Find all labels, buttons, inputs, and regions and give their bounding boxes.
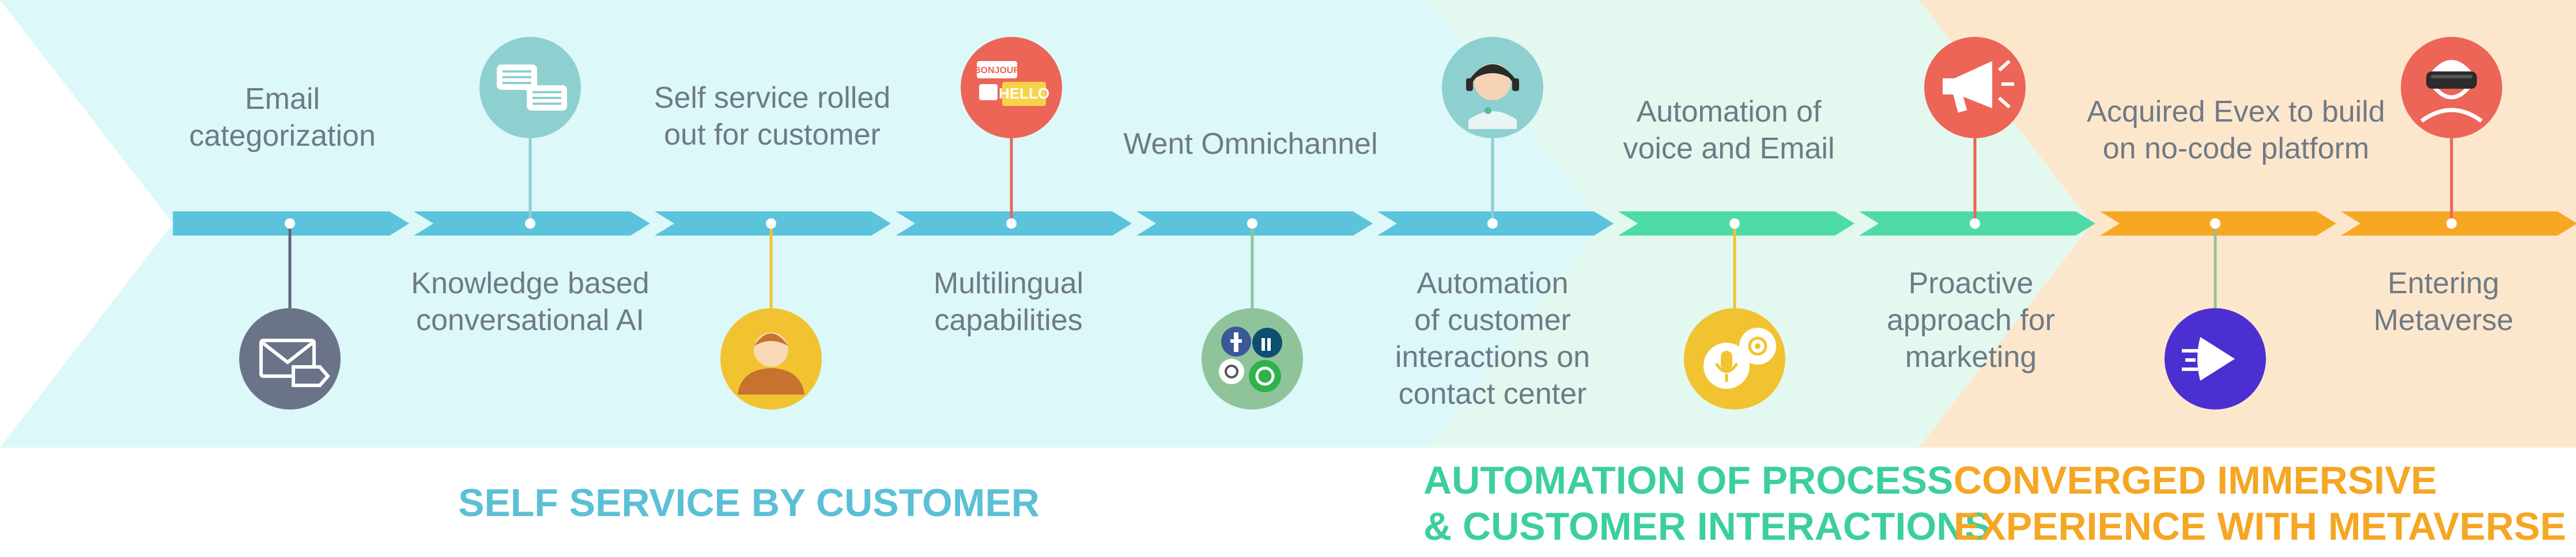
- milestone-label-proactive-marketing: Proactive approach for marketing: [1887, 267, 2055, 374]
- milestone-stems: [285, 138, 2457, 308]
- phase-title-self-service: SELF SERVICE BY CUSTOMER: [458, 481, 1040, 525]
- voice-email-icon: [1684, 308, 1785, 410]
- badge-bonjour: BONJOUR: [974, 66, 1020, 75]
- milestone-label-omnichannel: Went Omnichannel: [1123, 127, 1378, 161]
- milestone-label-self-service: Self service rolled out for customer: [654, 81, 891, 151]
- timeline-dot: [1006, 218, 1017, 229]
- evex-logo-icon: [2165, 308, 2266, 410]
- milestone-label-evex: Acquired Evex to build on no-code platfo…: [2087, 95, 2385, 165]
- timeline-dot: [525, 218, 535, 229]
- timeline-dot: [1487, 218, 1498, 229]
- timeline-dot: [766, 218, 776, 229]
- milestone-icons: BONJOUR HELLO: [239, 37, 2502, 410]
- timeline-dot: [1729, 218, 1740, 229]
- customer-avatar-icon: [720, 308, 822, 410]
- milestone-label-metaverse: Entering Metaverse: [2373, 267, 2514, 337]
- timeline-dot: [2210, 218, 2220, 229]
- milestone-label-voice-email: Automation of voice and Email: [1623, 95, 1835, 165]
- badge-hello: HELLO: [999, 85, 1049, 102]
- phase-title-converged: CONVERGED IMMERSIVE EXPERIENCE WITH META…: [1954, 459, 2566, 548]
- phase-title-automation: AUTOMATION OF PROCESS & CUSTOMER INTERAC…: [1423, 459, 1991, 548]
- milestone-label-contact-center: Automation of customer interactions on c…: [1395, 267, 1591, 411]
- milestone-label-multilingual: Multilingual capabilities: [933, 267, 1084, 337]
- timeline-segment: [2341, 211, 2576, 236]
- timeline-dot: [285, 218, 295, 229]
- agent-headset-icon: [1442, 37, 1543, 138]
- language-bubbles-icon: BONJOUR HELLO: [961, 37, 1062, 138]
- timeline-dot: [1970, 218, 1980, 229]
- megaphone-icon: [1924, 37, 2026, 138]
- milestone-label-knowledge-ai: Knowledge based conversational AI: [411, 267, 649, 337]
- vr-headset-icon: [2401, 37, 2502, 138]
- social-channels-icon: [1202, 308, 1303, 410]
- email-tag-icon: [239, 308, 341, 410]
- chat-bubbles-icon: [479, 37, 581, 138]
- milestone-label-email-categorization: Email categorization: [189, 82, 376, 153]
- timeline-dot: [1247, 218, 1257, 229]
- timeline-dot: [2446, 218, 2457, 229]
